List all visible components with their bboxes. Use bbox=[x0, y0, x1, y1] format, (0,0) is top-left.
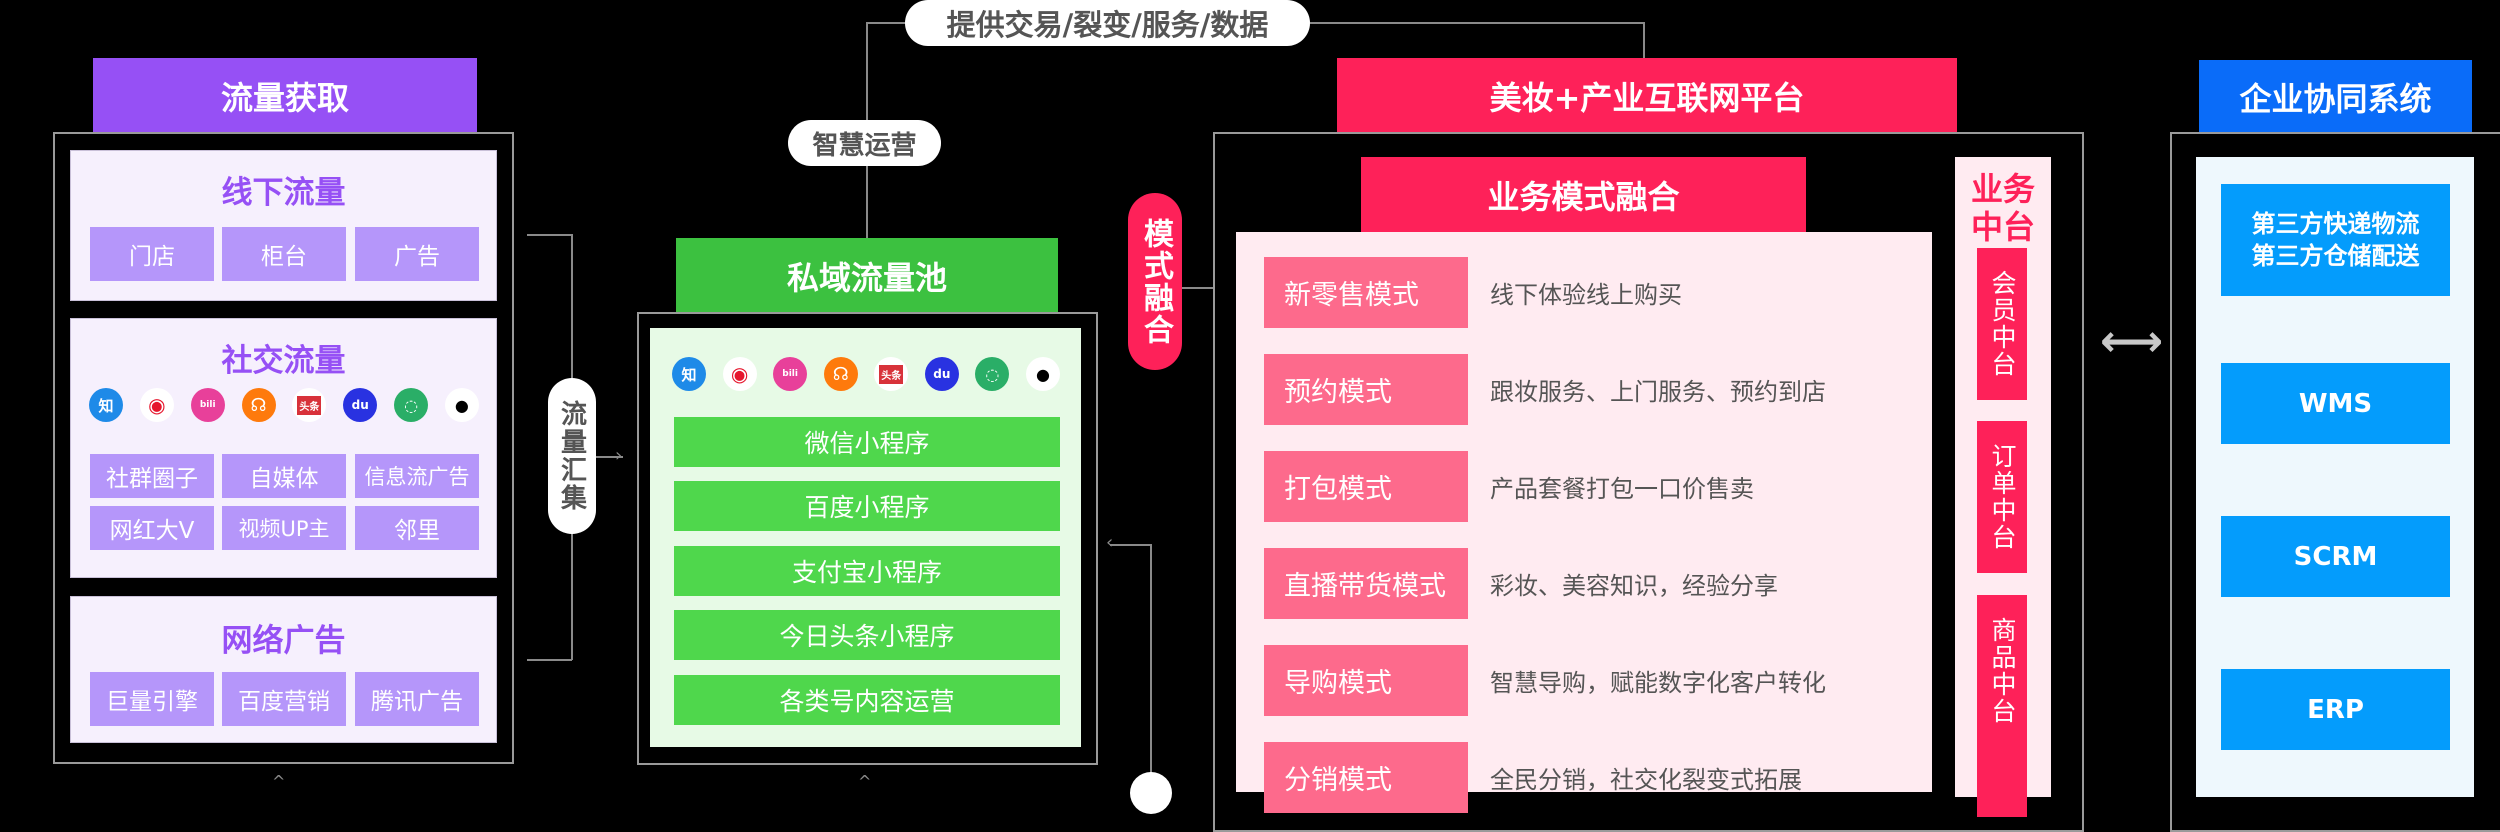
social-icon-row: 知 ◉ bili ☊ 头条 du ◌ ● bbox=[89, 388, 479, 422]
arrow-up-icon: ^ bbox=[272, 772, 286, 791]
erp-box[interactable]: ERP bbox=[2221, 669, 2450, 750]
mode-live-commerce[interactable]: 直播带货模式 bbox=[1264, 548, 1468, 619]
offline-traffic-title: 线下流量 bbox=[221, 175, 346, 211]
tag-feed-ads[interactable]: 信息流广告 bbox=[355, 454, 479, 498]
tag-baidu-marketing[interactable]: 百度营销 bbox=[222, 672, 346, 726]
product-platform[interactable]: 商品中台 bbox=[1977, 595, 2027, 817]
tag-influencer[interactable]: 网红大V bbox=[90, 506, 214, 550]
tag-neighbor[interactable]: 邻里 bbox=[355, 506, 479, 550]
toutiao-miniprogram[interactable]: 今日头条小程序 bbox=[674, 610, 1060, 660]
business-fusion-header: 业务模式融合 bbox=[1361, 157, 1806, 232]
connector-line bbox=[866, 22, 906, 24]
tag-community[interactable]: 社群圈子 bbox=[90, 454, 214, 498]
kuaishou-icon[interactable]: ☊ bbox=[241, 388, 276, 422]
mode-fusion-label: 模式融合 bbox=[1128, 193, 1182, 370]
platform-header: 美妆+产业互联网平台 bbox=[1337, 58, 1957, 133]
connector-line bbox=[866, 166, 868, 238]
weibo-icon[interactable]: ◉ bbox=[139, 388, 174, 422]
content-operation[interactable]: 各类号内容运营 bbox=[674, 675, 1060, 725]
toutiao-icon[interactable]: 头条 bbox=[292, 388, 327, 422]
mode-new-retail[interactable]: 新零售模式 bbox=[1264, 257, 1468, 328]
mode-distribution[interactable]: 分销模式 bbox=[1264, 742, 1468, 813]
mode-shopping-guide[interactable]: 导购模式 bbox=[1264, 645, 1468, 716]
traffic-gather-label: 流量汇集 bbox=[548, 378, 596, 534]
arrow-right-icon: › bbox=[615, 445, 623, 466]
member-platform[interactable]: 会员中台 bbox=[1977, 248, 2027, 400]
top-service-label: 提供交易/裂变/服务/数据 bbox=[905, 0, 1310, 46]
baidu-icon[interactable]: du bbox=[343, 388, 378, 422]
tag-tencent-ads[interactable]: 腾讯广告 bbox=[355, 672, 479, 726]
network-ads-title: 网络广告 bbox=[221, 623, 346, 659]
private-pool-frame bbox=[637, 312, 1098, 765]
mode-bundle-desc: 产品套餐打包一口价售卖 bbox=[1490, 475, 1754, 503]
wechat-icon[interactable]: ◌ bbox=[394, 388, 429, 422]
bilibili-icon[interactable]: bili bbox=[773, 357, 808, 391]
wms-box[interactable]: WMS bbox=[2221, 363, 2450, 444]
wechat-miniprogram[interactable]: 微信小程序 bbox=[674, 417, 1060, 467]
bottom-circle-node bbox=[1130, 772, 1172, 814]
connector-line bbox=[527, 234, 572, 236]
connector-line bbox=[1182, 287, 1214, 289]
arrow-left-icon: ‹ bbox=[1106, 532, 1114, 553]
enterprise-header: 企业协同系统 bbox=[2199, 60, 2472, 133]
qq-icon[interactable]: ● bbox=[1025, 357, 1060, 391]
connector-line bbox=[1643, 22, 1645, 58]
pool-icon-row: 知 ◉ bili ☊ 头条 du ◌ ● bbox=[672, 357, 1060, 391]
connector-line bbox=[595, 456, 623, 458]
tag-video-up[interactable]: 视频UP主 bbox=[222, 506, 346, 550]
toutiao-icon[interactable]: 头条 bbox=[874, 357, 909, 391]
connector-line bbox=[1110, 544, 1151, 546]
tag-self-media[interactable]: 自媒体 bbox=[222, 454, 346, 498]
weibo-icon[interactable]: ◉ bbox=[722, 357, 757, 391]
private-pool-header: 私域流量池 bbox=[676, 238, 1058, 313]
bilibili-icon[interactable]: bili bbox=[190, 388, 225, 422]
arrow-up-icon: ^ bbox=[858, 772, 872, 791]
connector-line bbox=[1310, 22, 1644, 24]
mode-new-retail-desc: 线下体验线上购买 bbox=[1490, 281, 1682, 309]
traffic-acquisition-frame bbox=[53, 132, 514, 764]
mode-shopping-guide-desc: 智慧导购，赋能数字化客户转化 bbox=[1490, 669, 1826, 697]
smart-ops-label: 智慧运营 bbox=[788, 120, 941, 166]
tag-store[interactable]: 门店 bbox=[90, 227, 214, 281]
baidu-icon[interactable]: du bbox=[924, 357, 959, 391]
scrm-box[interactable]: SCRM bbox=[2221, 516, 2450, 597]
mode-appointment-desc: 跟妆服务、上门服务、预约到店 bbox=[1490, 378, 1826, 406]
kuaishou-icon[interactable]: ☊ bbox=[823, 357, 858, 391]
wechat-icon[interactable]: ◌ bbox=[975, 357, 1010, 391]
mode-bundle[interactable]: 打包模式 bbox=[1264, 451, 1468, 522]
alipay-miniprogram[interactable]: 支付宝小程序 bbox=[674, 546, 1060, 596]
mode-distribution-desc: 全民分销，社交化裂变式拓展 bbox=[1490, 766, 1802, 794]
logistics-box[interactable]: 第三方快递物流 第三方仓储配送 bbox=[2221, 184, 2450, 296]
qq-icon[interactable]: ● bbox=[444, 388, 479, 422]
tag-ad[interactable]: 广告 bbox=[355, 227, 479, 281]
tag-ocean-engine[interactable]: 巨量引擎 bbox=[90, 672, 214, 726]
traffic-acquisition-header: 流量获取 bbox=[93, 58, 477, 133]
connector-line bbox=[866, 22, 868, 120]
bidirectional-arrow-icon: ⟷ bbox=[2100, 316, 2164, 367]
tag-counter[interactable]: 柜台 bbox=[222, 227, 346, 281]
baidu-miniprogram[interactable]: 百度小程序 bbox=[674, 481, 1060, 531]
connector-line bbox=[527, 659, 572, 661]
social-traffic-title: 社交流量 bbox=[221, 343, 346, 379]
mode-appointment[interactable]: 预约模式 bbox=[1264, 354, 1468, 425]
order-platform[interactable]: 订单中台 bbox=[1977, 421, 2027, 573]
mode-live-commerce-desc: 彩妆、美容知识，经验分享 bbox=[1490, 572, 1778, 600]
zhihu-icon[interactable]: 知 bbox=[672, 357, 706, 391]
middle-platform-title: 业务中台 bbox=[1970, 170, 2035, 246]
zhihu-icon[interactable]: 知 bbox=[89, 388, 123, 422]
connector-line bbox=[1150, 544, 1152, 776]
